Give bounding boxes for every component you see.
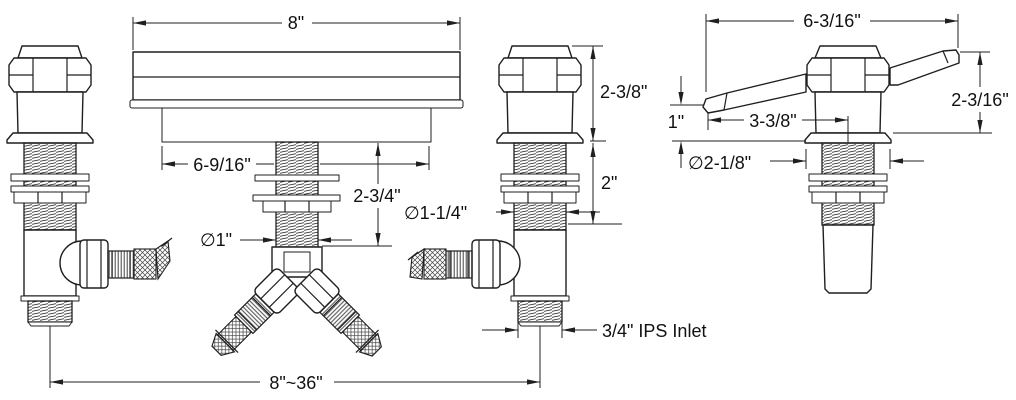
- y-arm-hose-tip: [358, 332, 382, 357]
- dim-label-valve-body-height: 2-3/8": [600, 82, 647, 102]
- valve-hex: [498, 57, 582, 93]
- dim-valve-shank-length: 2": [568, 143, 622, 225]
- dim-spout-shank-diameter: ∅1": [200, 230, 352, 250]
- left-valve-assembly: [6, 45, 173, 388]
- dim-spout-shank-length: 2-3/4": [322, 143, 401, 247]
- dim-handle-reach: 3-3/8": [707, 111, 849, 142]
- dim-flange-diameter: ∅2-1/8": [688, 149, 924, 173]
- dim-label-handle-reach: 3-3/8": [749, 111, 796, 131]
- dim-label-spout-base-length: 6-9/16": [193, 155, 250, 175]
- thread-chamfer: [27, 321, 73, 327]
- valve-lower-body: [513, 229, 567, 297]
- washer: [808, 185, 888, 193]
- spout-base-plate: [129, 99, 464, 109]
- mounting-nut: [811, 191, 885, 204]
- mounting-nut: [13, 191, 87, 204]
- dim-inlet: 3/4" IPS Inlet: [482, 321, 706, 341]
- dim-label-spout-width: 8": [288, 13, 304, 33]
- dim-spout-base-length: 6-9/16": [161, 146, 430, 175]
- outlet-hex-nut: [79, 239, 109, 289]
- washer: [254, 174, 340, 182]
- dim-label-spout-shank-length: 2-3/4": [353, 186, 400, 206]
- dim-valve-shank-diameter: ∅1-1/4": [404, 203, 600, 223]
- dim-handle-tip-rise: 1": [668, 76, 806, 168]
- valve-tailpiece: [822, 224, 874, 294]
- dim-label-handle-height: 2-3/16": [951, 90, 1008, 110]
- dim-valve-body-height: 2-3/8": [572, 45, 647, 142]
- dim-label-flange-diameter: ∅2-1/8": [688, 153, 751, 173]
- mounting-nut: [503, 191, 577, 204]
- valve-deck-flange: [6, 132, 94, 144]
- outlet-hex-nut: [471, 239, 501, 289]
- valve-body-upper: [506, 91, 574, 134]
- handle-right-blade: [889, 49, 960, 86]
- valve-deck-flange: [496, 132, 584, 144]
- y-arm-hose-tip: [211, 332, 236, 356]
- washer: [252, 194, 341, 202]
- dim-label-handle-span: 6-3/16": [803, 11, 860, 31]
- washer: [10, 185, 90, 193]
- hose-cut-end: [155, 240, 171, 281]
- y-arm-left: [211, 268, 300, 356]
- body-step: [510, 295, 570, 302]
- y-arm-right: [294, 268, 382, 357]
- dimensions: 8" 6-9/16" 2-3/4" ∅1" 2-3/8": [50, 11, 1009, 393]
- valve-hex: [8, 57, 92, 93]
- braided-hose: [133, 248, 157, 280]
- dim-label-inlet: 3/4" IPS Inlet: [602, 321, 706, 341]
- dim-spout-width: 8": [132, 13, 461, 50]
- dim-handle-height: 2-3/16": [893, 51, 1009, 134]
- spout-assembly: [129, 51, 464, 357]
- spout-body: [132, 51, 461, 101]
- valve-cap: [17, 45, 83, 59]
- valve-shank-threads: [821, 142, 875, 226]
- washer: [808, 173, 888, 182]
- y-connector-inner: [283, 251, 311, 273]
- dim-label-valve-spread: 8"~36": [269, 373, 322, 393]
- dim-label-spout-shank-diameter: ∅1": [200, 230, 232, 250]
- valve-hex: [806, 57, 890, 93]
- dim-valve-spread: 8"~36": [50, 373, 540, 393]
- mounting-nut: [262, 200, 332, 213]
- outlet-dome: [59, 240, 83, 286]
- dim-label-valve-shank-length: 2": [601, 173, 617, 193]
- dim-label-valve-shank-diameter: ∅1-1/4": [404, 203, 467, 223]
- inlet-male-threads: [27, 300, 73, 323]
- handle-valve-assembly: [702, 45, 960, 294]
- outlet-dome: [497, 240, 521, 286]
- handle-left-blade: [702, 73, 807, 114]
- valve-cap: [814, 45, 882, 59]
- valve-body-upper: [16, 91, 84, 134]
- dim-handle-span: 6-3/16": [705, 11, 959, 92]
- washer: [500, 173, 580, 182]
- inlet-male-threads: [517, 300, 563, 323]
- thread-chamfer: [517, 321, 563, 327]
- valve-cap: [507, 45, 573, 59]
- dim-label-handle-tip-rise: 1": [668, 112, 684, 132]
- braided-hose: [423, 248, 447, 280]
- spout-underbody: [161, 107, 432, 143]
- washer: [10, 173, 90, 182]
- body-step: [20, 295, 80, 302]
- washer: [500, 185, 580, 193]
- mid-valve-assembly: [407, 45, 584, 388]
